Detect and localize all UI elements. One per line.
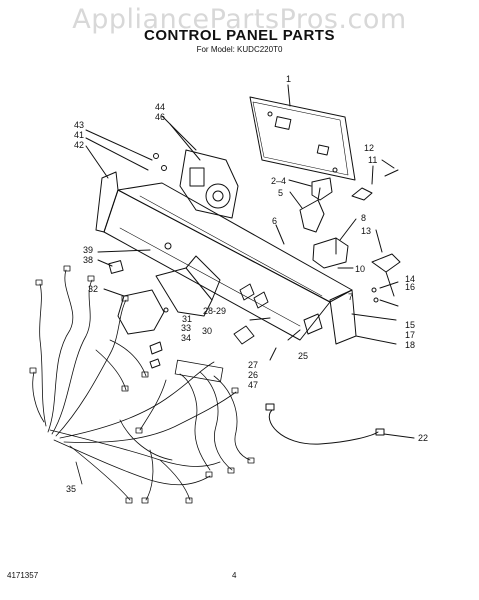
- callout-2-4: 2–4: [271, 176, 286, 186]
- part-15-18-end-cap-right: [329, 281, 399, 345]
- watermark: AppliancePartsPros.com: [72, 4, 407, 35]
- part-11-12-clip: [351, 159, 399, 201]
- callout-28-29: 28-29: [203, 306, 226, 316]
- callout-15: 15: [405, 320, 415, 330]
- part-1-circuit-board: [249, 84, 356, 181]
- callout-27: 27: [248, 360, 258, 370]
- callout-46: 46: [155, 112, 165, 122]
- callout-1: 1: [286, 74, 291, 84]
- callout-41: 41: [74, 130, 84, 140]
- diagram-title: CONTROL PANEL PARTS: [144, 27, 335, 44]
- callout-13: 13: [361, 226, 371, 236]
- part-41-43-end-cap-left: [85, 129, 153, 233]
- callout-25: 25: [298, 351, 308, 361]
- document-number: 4171357: [7, 571, 39, 580]
- part-44-46-timer: [153, 115, 239, 219]
- part-25-bracket: [303, 313, 323, 335]
- part-6-leader: [275, 224, 285, 245]
- callout-43: 43: [74, 120, 84, 130]
- model-subtitle: For Model: KUDC220T0: [196, 45, 283, 54]
- callout-10: 10: [355, 264, 365, 274]
- part-35-wire-harness: [29, 265, 255, 504]
- callout-35: 35: [66, 484, 76, 494]
- callout-32: 32: [88, 284, 98, 294]
- part-38-39-clip: [97, 249, 151, 274]
- page-number: 4: [232, 571, 237, 580]
- part-26-27-47: [233, 317, 301, 361]
- callout-18: 18: [405, 340, 415, 350]
- callout-6: 6: [272, 216, 277, 226]
- callout-38: 38: [83, 255, 93, 265]
- callout-33: 33: [181, 323, 191, 333]
- part-22-sensor-wire: [265, 403, 415, 445]
- callout-8: 8: [361, 213, 366, 223]
- part-32-knob: [103, 288, 165, 335]
- callout-31: 31: [182, 314, 192, 324]
- callout-11: 11: [368, 155, 377, 165]
- part-13-lever: [371, 229, 401, 297]
- callout-30: 30: [202, 326, 212, 336]
- callout-12: 12: [364, 143, 374, 153]
- callout-34: 34: [181, 333, 191, 343]
- callout-5: 5: [278, 188, 283, 198]
- callout-42: 42: [74, 140, 84, 150]
- callout-14: 14: [405, 274, 415, 284]
- part-31-34-small-parts: [149, 307, 169, 369]
- callout-47: 47: [248, 380, 258, 390]
- part-30-bracket: [155, 255, 221, 317]
- callout-39: 39: [83, 245, 93, 255]
- callout-16: 16: [405, 282, 415, 292]
- callout-22: 22: [418, 433, 428, 443]
- callout-7: 7: [348, 292, 353, 302]
- part-2-4-switch: [288, 177, 333, 233]
- part-8-10-block: [312, 218, 357, 269]
- callout-17: 17: [405, 330, 415, 340]
- callout-44: 44: [155, 102, 165, 112]
- callout-26: 26: [248, 370, 258, 380]
